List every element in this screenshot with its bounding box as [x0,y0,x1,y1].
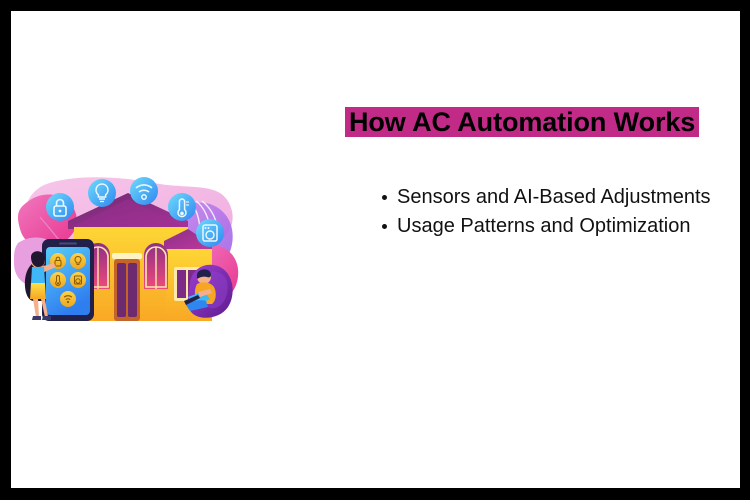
page-title-text: How AC Automation Works [345,107,700,137]
thermometer-icon [168,193,196,221]
list-item: Sensors and AI-Based Adjustments [382,183,740,212]
list-item: Usage Patterns and Optimization [382,212,740,241]
house-window-right [144,243,168,289]
floating-bubble-icons [46,177,224,247]
page-title: How AC Automation Works [345,102,740,142]
thermometer-icon [50,272,66,288]
woman-using-tablet [24,251,56,320]
wifi-icon [130,177,158,205]
tablet-icons [50,253,86,307]
house-door [112,253,142,321]
bullet-list: Sensors and AI-Based Adjustments Usage P… [373,183,740,241]
lightbulb-icon [88,179,116,207]
slide-canvas: How AC Automation Works Sensors and AI-B… [11,11,740,488]
smart-home-automation-illustration [14,171,242,323]
lightbulb-icon [70,253,86,269]
washing-machine-icon [70,272,86,288]
washing-machine-icon [196,219,224,247]
man-with-laptop-in-beanbag [184,264,233,318]
lock-icon [46,193,74,221]
wifi-icon [60,291,76,307]
tablet [42,239,94,321]
